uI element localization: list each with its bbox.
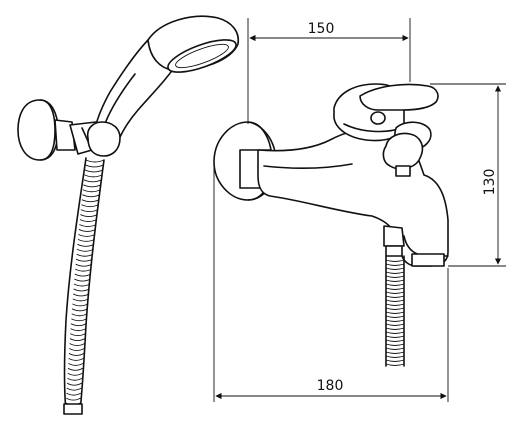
dimension-label-top: 150 (308, 21, 335, 37)
outlet-hose-ring (385, 263, 405, 266)
hose-ring (85, 159, 105, 163)
flexible-hose (63, 157, 105, 415)
outlet-hose-ring (385, 299, 405, 302)
outlet-hose-ring (385, 335, 405, 338)
hose-ring (70, 333, 86, 337)
hose-ring (81, 199, 100, 203)
hose-ring (73, 288, 90, 292)
hose-ring (77, 243, 95, 247)
hose-ring (69, 348, 85, 351)
hose-ring (82, 189, 101, 193)
dimension-height: 130 (430, 83, 506, 267)
hose-ring (75, 258, 93, 262)
hose-ring (75, 268, 92, 272)
holder-clip (86, 121, 121, 157)
outlet-hose-ring (385, 343, 405, 346)
hose-ring (73, 283, 91, 287)
outlet-hose-ring (385, 267, 405, 270)
outlet-hose-ring (385, 315, 405, 318)
hose-outlet (383, 225, 405, 257)
hose-ring (79, 224, 97, 227)
hose-ring (80, 214, 98, 218)
dimension-label-height: 130 (482, 169, 498, 196)
hose-ring (84, 174, 103, 178)
hose-ring (80, 209, 99, 213)
hose-ring (84, 169, 103, 173)
hose-ring (67, 372, 83, 376)
dimension-label-bottom: 180 (317, 378, 344, 394)
hose-ring (67, 367, 83, 371)
hose-ring (81, 204, 99, 208)
hose-ring (67, 377, 83, 381)
outlet-hose-ring (385, 363, 405, 366)
dimension-top: 150 (247, 18, 411, 124)
hose-ring (72, 298, 89, 302)
outlet-hose-ring (385, 311, 405, 314)
outlet-hose-ring (385, 259, 405, 262)
hose-ring (74, 278, 91, 282)
hose-ring (83, 179, 102, 183)
outlet-hose-ring (385, 327, 405, 330)
shower-head (147, 15, 240, 73)
outlet-hose-ring (385, 271, 405, 274)
hose-ring (85, 164, 104, 168)
hose-ring (68, 358, 84, 361)
outlet-hose-ring (385, 323, 405, 326)
hose-ring (66, 387, 82, 391)
outlet-hose-ring (385, 347, 405, 350)
outlet-hose (385, 255, 405, 367)
outlet-hose-ring (385, 319, 405, 322)
hose-ring (77, 238, 95, 242)
hose-ring (68, 353, 85, 356)
hose-ring (78, 233, 96, 237)
hose-ring (69, 338, 86, 342)
hose-ring (76, 253, 94, 257)
diverter-knob (382, 121, 432, 177)
outlet-hose-ring (385, 351, 405, 354)
hose-ring (70, 323, 87, 327)
hand-shower-assembly (17, 15, 240, 415)
outlet-hose-ring (385, 287, 405, 290)
hose-ring (72, 303, 89, 307)
mixer-lever (333, 83, 439, 142)
outlet-hose-ring (385, 359, 405, 362)
hose-ring (79, 219, 98, 222)
hose-ring (83, 184, 102, 188)
outlet-hose-ring (385, 283, 405, 286)
dimension-bottom: 180 (213, 168, 449, 402)
hose-ring (75, 263, 93, 267)
outlet-hose-ring (385, 331, 405, 334)
mixer-faucet (213, 83, 449, 367)
hose-ring (69, 343, 85, 346)
outlet-hose-ring (385, 307, 405, 310)
hose-ring (76, 248, 94, 252)
hose-ring (72, 293, 90, 297)
hose-ring (68, 362, 84, 366)
hose-ring (82, 194, 101, 198)
outlet-hose-ring (385, 275, 405, 278)
outlet-hose-ring (385, 303, 405, 306)
hose-ring (66, 397, 81, 401)
outlet-hose-ring (385, 355, 405, 358)
outlet-hose-ring (385, 339, 405, 342)
hose-ring (71, 313, 88, 317)
hose-ring (70, 328, 87, 332)
outlet-hose-ring (385, 295, 405, 298)
hose-ring (71, 308, 88, 312)
hose-ring (74, 273, 92, 277)
outlet-hose-ring (385, 279, 405, 282)
outlet-hose-ring (385, 291, 405, 294)
hose-ring (66, 382, 82, 386)
hose-ring (71, 318, 87, 322)
hose-ring (78, 229, 96, 232)
hose-ring (66, 392, 82, 396)
